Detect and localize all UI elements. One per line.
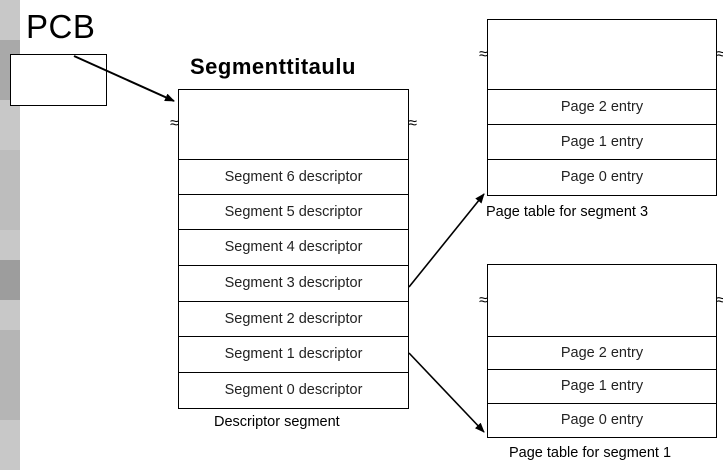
page-table-1-caption: Page table for segment 1 (509, 445, 672, 461)
pcb-label: PCB (26, 8, 96, 45)
segment-6-descriptor: Segment 6 descriptor (178, 159, 409, 195)
descriptor-segment-caption: Descriptor segment (214, 414, 340, 430)
page-table-1-gap: ≈ ≈ (479, 264, 723, 336)
page-table-segment-3: ≈ ≈ Page 2 entry Page 1 entry Page 0 ent… (479, 19, 723, 196)
break-mark-left: ≈ (479, 46, 488, 63)
pcb-box (10, 54, 107, 106)
segment-2-descriptor: Segment 2 descriptor (178, 301, 409, 338)
descriptor-segment-title: Segmenttitaulu (190, 54, 356, 79)
segment-3-to-page-table-arrow (408, 193, 485, 288)
page-0-entry: Page 0 entry (487, 160, 717, 196)
break-mark-right: ≈ (716, 292, 723, 309)
break-mark-left: ≈ (170, 115, 179, 132)
page-2-entry: Page 2 entry (487, 89, 717, 125)
page-1-entry: Page 1 entry (487, 124, 717, 160)
page-table-segment-1: ≈ ≈ Page 2 entry Page 1 entry Page 0 ent… (479, 264, 723, 438)
segment-1-to-page-table-arrow (408, 352, 485, 433)
page-table-3-gap: ≈ ≈ (479, 19, 723, 89)
segment-5-descriptor: Segment 5 descriptor (178, 194, 409, 231)
page-table-3-caption: Page table for segment 3 (486, 204, 649, 220)
break-mark-left: ≈ (479, 292, 488, 309)
segment-1-descriptor: Segment 1 descriptor (178, 337, 409, 374)
descriptor-segment-table: ≈ ≈ Segment 6 descriptor Segment 5 descr… (170, 89, 417, 409)
break-mark-right: ≈ (716, 46, 723, 63)
page-1-entry: Page 1 entry (487, 370, 717, 404)
descriptor-segment-gap: ≈ ≈ (170, 89, 417, 159)
break-mark-right: ≈ (408, 115, 417, 132)
background-texture (0, 0, 20, 470)
page-0-entry: Page 0 entry (487, 404, 717, 438)
page-2-entry: Page 2 entry (487, 336, 717, 370)
segment-0-descriptor: Segment 0 descriptor (178, 373, 409, 409)
segment-3-descriptor: Segment 3 descriptor (178, 266, 409, 302)
segment-4-descriptor: Segment 4 descriptor (178, 230, 409, 267)
